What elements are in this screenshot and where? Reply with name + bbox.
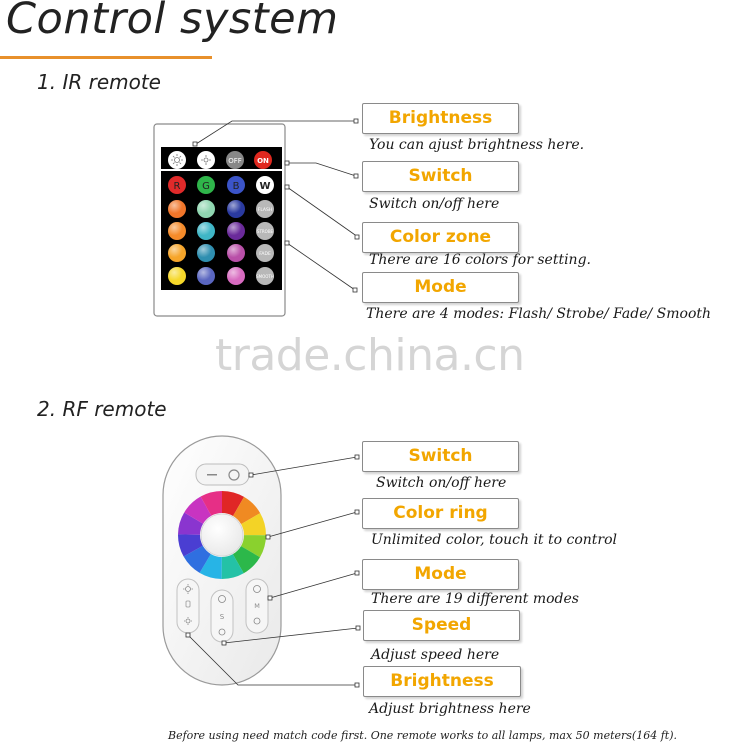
watermark: trade.china.cn <box>215 330 525 381</box>
flash-button-label: FLASH <box>258 207 273 213</box>
rf-mode-control: M <box>245 578 269 634</box>
speed-down-icon <box>218 628 226 636</box>
brightness-up-icon <box>168 151 186 169</box>
ir-leader-lines <box>192 118 360 293</box>
ir-switch-description: Switch on/off here <box>369 196 500 212</box>
ir-brightness-description: You can ajust brightness here. <box>369 137 585 153</box>
rf-remote: S M <box>162 435 361 688</box>
mode-down-icon <box>253 617 261 625</box>
page-title: Control system <box>6 0 339 44</box>
white-button-label: W <box>259 181 270 192</box>
rf-mode-label: Mode <box>362 559 519 590</box>
mode-buttons: FLASH STROBE FADE SMOOTH <box>256 200 274 285</box>
rf-speed-label: Speed <box>363 610 520 641</box>
flash-button <box>256 200 274 218</box>
footer-note: Before using need match code first. One … <box>168 729 677 742</box>
rf-leader-lines <box>185 454 361 688</box>
ir-color-zone-description: There are 16 colors for setting. <box>369 252 591 268</box>
red-button-label: R <box>174 181 181 192</box>
mode-letter: M <box>254 602 260 610</box>
ir-section-heading: 1. IR remote <box>37 70 161 94</box>
rf-color-ring-description: Unlimited color, touch it to control <box>371 532 618 548</box>
mode-up-icon <box>253 585 261 593</box>
rf-speed-description: Adjust speed here <box>371 647 500 663</box>
blue-button-label: B <box>233 181 240 192</box>
blue-button <box>227 176 245 194</box>
ir-switch-label: Switch <box>362 161 519 192</box>
green-button-label: G <box>202 181 210 192</box>
speed-letter: S <box>220 613 225 621</box>
rf-switch-description: Switch on/off here <box>376 475 507 491</box>
rf-mode-description: There are 19 different modes <box>371 591 579 607</box>
brightness-down-icon <box>197 151 215 169</box>
rf-switch-label: Switch <box>362 441 519 472</box>
rf-color-ring <box>178 491 266 579</box>
white-button <box>256 176 274 194</box>
on-button-label: ON <box>257 157 269 165</box>
rf-switch-button <box>195 463 250 486</box>
on-button <box>254 151 272 169</box>
ir-remote-top-panel <box>161 147 282 169</box>
rf-brightness-description: Adjust brightness here <box>369 701 531 717</box>
fade-button-label: FADE <box>259 251 271 257</box>
color-zone-grid <box>168 200 245 285</box>
brightness-down-icon <box>185 618 191 624</box>
ir-remote: OFF ON R G B W <box>153 118 360 317</box>
smooth-button-label: SMOOTH <box>256 274 274 279</box>
speed-up-icon <box>218 595 226 603</box>
brightness-up-icon <box>185 586 191 592</box>
rf-speed-control: S <box>210 589 234 643</box>
strobe-button-label: STROBE <box>257 229 274 234</box>
rf-off-mark <box>207 474 217 476</box>
rf-color-ring-label: Color ring <box>362 498 519 529</box>
rf-white-button <box>200 513 244 557</box>
strobe-button <box>256 222 274 240</box>
off-button-label: OFF <box>228 157 242 165</box>
rf-brightness-control <box>176 578 200 634</box>
smooth-button <box>256 267 274 285</box>
red-button <box>168 176 186 194</box>
off-button <box>226 151 244 169</box>
ir-brightness-label: Brightness <box>362 103 519 134</box>
rf-on-mark <box>228 469 240 481</box>
rf-section-heading: 2. RF remote <box>37 397 167 421</box>
rf-brightness-label: Brightness <box>363 666 521 697</box>
fade-button <box>256 244 274 262</box>
ir-color-zone-label: Color zone <box>362 222 519 253</box>
title-underline <box>0 56 212 59</box>
green-button <box>197 176 215 194</box>
ir-mode-label: Mode <box>362 272 519 303</box>
ir-mode-description: There are 4 modes: Flash/ Strobe/ Fade/ … <box>366 306 712 322</box>
